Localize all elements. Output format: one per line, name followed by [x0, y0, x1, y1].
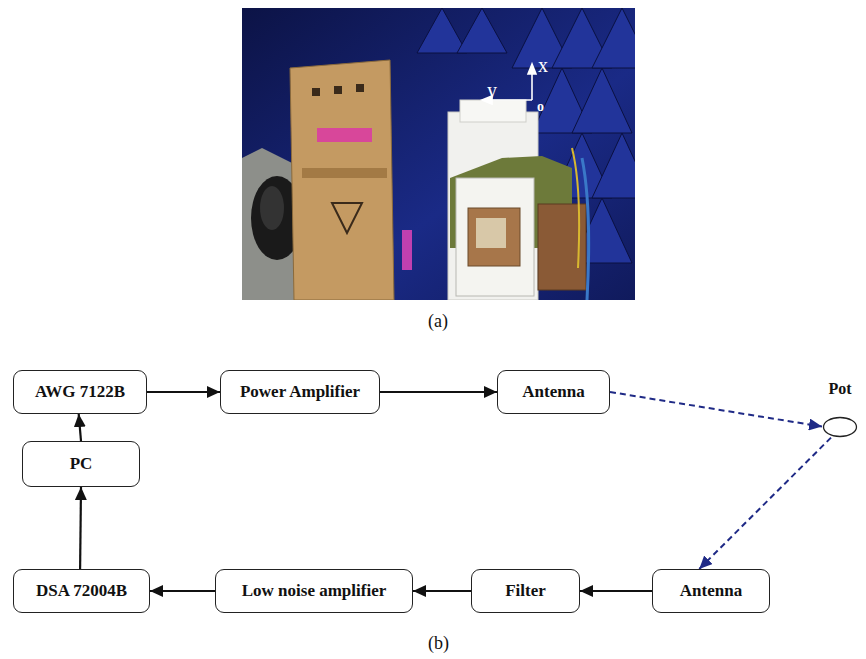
node-text: AWG 7122B	[35, 383, 125, 402]
process-box: DSA 72004B	[13, 569, 150, 613]
photo-illustration	[242, 8, 635, 300]
process-box: PC	[22, 441, 140, 487]
panel-label: (b)	[428, 634, 449, 652]
axis-label: x	[538, 55, 548, 75]
node-text: PC	[70, 455, 93, 474]
process-box: Low noise amplifier	[215, 569, 413, 613]
process-box: AWG 7122B	[13, 370, 147, 414]
node-text: Filter	[505, 582, 546, 601]
signal-arrow	[380, 391, 497, 393]
signal-arrow	[413, 590, 471, 592]
process-box: Power Amplifier	[220, 370, 380, 414]
target-node: Pot	[818, 380, 862, 440]
process-box: Antenna	[497, 370, 610, 414]
node-text: Power Amplifier	[240, 383, 360, 402]
radio-path	[610, 392, 822, 427]
node-text: Low noise amplifier	[242, 582, 387, 601]
process-box: Filter	[471, 569, 580, 613]
signal-arrow	[147, 391, 220, 393]
node-text: Antenna	[680, 582, 742, 601]
radio-path	[699, 438, 831, 569]
signal-arrow	[79, 487, 82, 569]
signal-arrow	[150, 590, 215, 592]
signal-arrow	[79, 414, 81, 441]
signal-arrow	[580, 590, 652, 592]
axis-label: y	[487, 80, 497, 100]
node-text: Antenna	[522, 383, 584, 402]
process-box: Antenna	[652, 569, 770, 613]
panel-label: (a)	[428, 312, 448, 330]
node-text: Pot	[828, 380, 851, 398]
pot-ellipse	[822, 416, 858, 438]
node-text: DSA 72004B	[36, 582, 127, 601]
origin-label: o	[537, 100, 544, 114]
